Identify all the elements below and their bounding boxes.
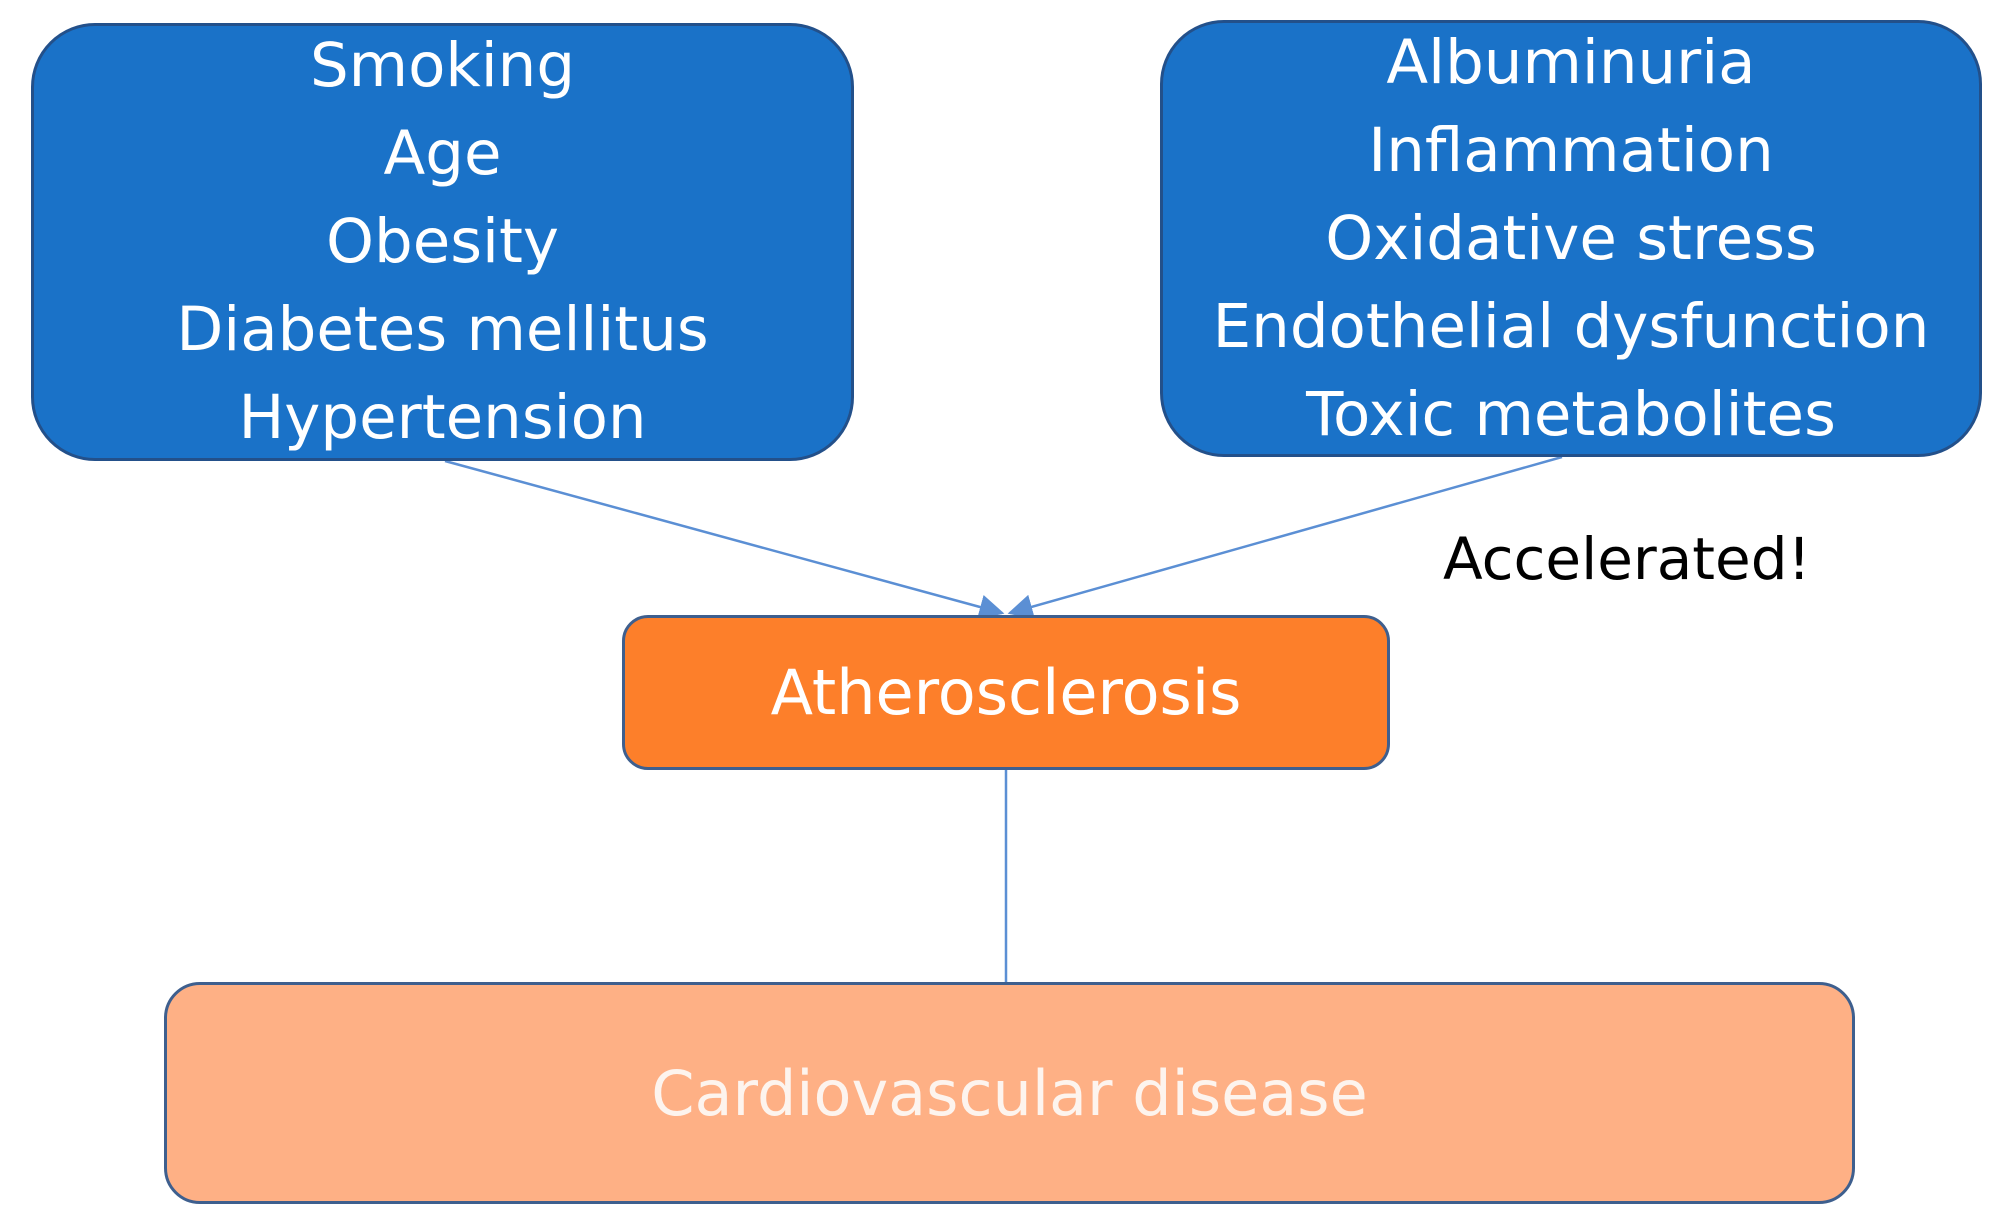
cardiovascular-disease-box: Cardiovascular disease [164,982,1855,1204]
risk-factor-age: Age [383,118,502,189]
risk-factor-oxidative-stress: Oxidative stress [1325,202,1817,274]
risk-factor-endothelial-dysfunction: Endothelial dysfunction [1212,290,1930,362]
risk-factor-toxic-metabolites: Toxic metabolites [1306,378,1836,450]
arrow-right-to-atherosclerosis [1007,455,1563,619]
atherosclerosis-label: Atherosclerosis [770,656,1242,729]
nontraditional-risk-factors-box: Albuminuria Inflammation Oxidative stres… [1160,20,1982,457]
risk-factor-albuminuria: Albuminuria [1386,26,1756,98]
arrow-left-to-atherosclerosis [444,459,1005,620]
cardiovascular-disease-label: Cardiovascular disease [651,1056,1368,1130]
risk-factor-hypertension: Hypertension [238,382,647,453]
risk-factor-inflammation: Inflammation [1368,114,1774,186]
risk-factor-smoking: Smoking [309,30,576,101]
accelerated-note: Accelerated! [1443,525,1811,593]
traditional-risk-factors-box: Smoking Age Obesity Diabetes mellitus Hy… [31,23,854,461]
risk-factor-obesity: Obesity [325,206,559,277]
atherosclerosis-box: Atherosclerosis [622,615,1390,770]
risk-factor-diabetes: Diabetes mellitus [176,294,709,365]
